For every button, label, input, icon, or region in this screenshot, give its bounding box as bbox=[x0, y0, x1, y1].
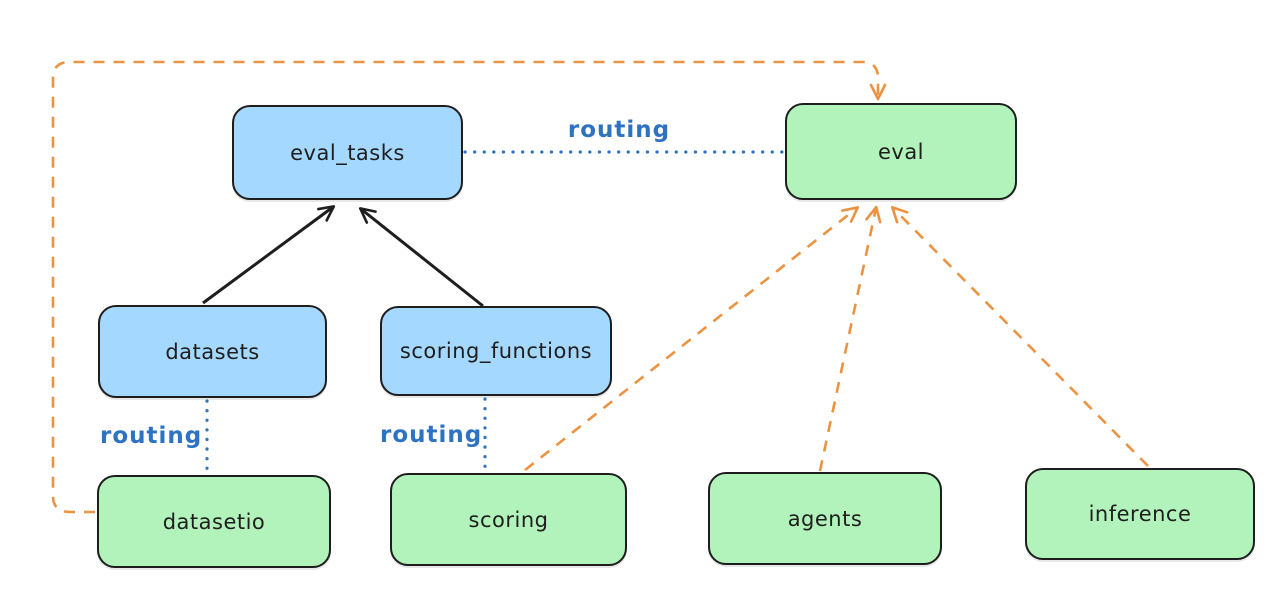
edge-label-routing-datasets-datasetio: routing bbox=[100, 423, 203, 449]
node-inference: inference bbox=[1025, 468, 1255, 560]
edge-scoring-functions-to-eval-tasks bbox=[358, 207, 484, 308]
edge-datasetio-to-eval-loop bbox=[51, 60, 887, 514]
node-scoring-functions-label: scoring_functions bbox=[399, 339, 593, 363]
node-agents: agents bbox=[708, 472, 942, 565]
edge-agents-to-eval bbox=[818, 205, 882, 472]
node-scoring-label: scoring bbox=[468, 507, 549, 532]
edge-datasets-to-eval-tasks bbox=[202, 205, 336, 305]
node-eval-label: eval bbox=[877, 139, 925, 164]
node-inference-label: inference bbox=[1088, 502, 1192, 526]
edge-inference-to-eval bbox=[890, 205, 1149, 467]
node-datasets-label: datasets bbox=[165, 339, 260, 364]
edge-scoring-to-eval bbox=[524, 206, 860, 472]
node-scoring-functions: scoring_functions bbox=[380, 306, 612, 396]
node-datasetio: datasetio bbox=[97, 475, 331, 568]
node-agents-label: agents bbox=[787, 506, 863, 531]
node-eval: eval bbox=[785, 103, 1017, 200]
edge-label-routing-eval-tasks-eval: routing bbox=[567, 117, 671, 143]
edge-label-routing-scoring-functions-scoring: routing bbox=[380, 422, 483, 448]
node-datasets: datasets bbox=[98, 305, 327, 398]
node-eval-tasks: eval_tasks bbox=[232, 105, 463, 200]
node-scoring: scoring bbox=[390, 473, 627, 566]
node-eval-tasks-label: eval_tasks bbox=[290, 140, 405, 165]
node-datasetio-label: datasetio bbox=[162, 509, 266, 534]
